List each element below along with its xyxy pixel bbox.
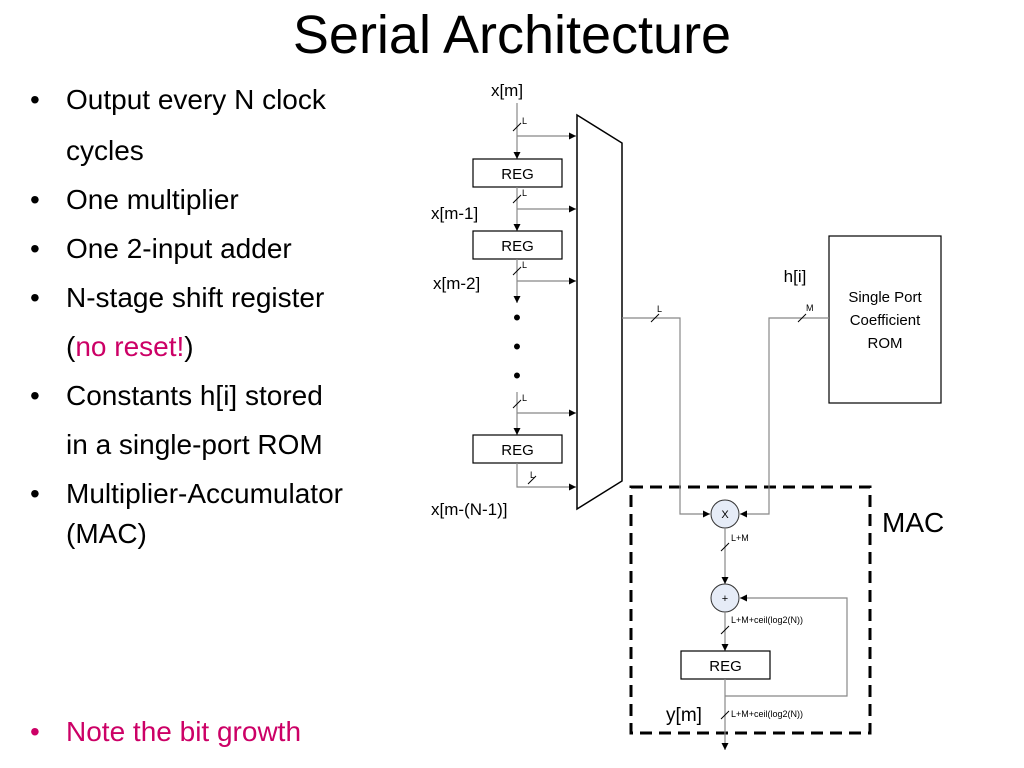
ellipsis-dot: •	[513, 305, 521, 330]
bus-slash	[512, 194, 522, 204]
bullet-marker: •	[30, 84, 40, 115]
bullet-marker: •	[30, 380, 40, 411]
multiplexer	[576, 113, 623, 511]
bus-width-L: L	[657, 304, 662, 314]
ellipsis-dot: •	[513, 363, 521, 388]
bullet-marker: •	[30, 184, 40, 215]
mux-output-wire	[622, 317, 710, 518]
bullet-text: Constants h[i] stored	[66, 380, 323, 411]
rom-label-line1: Single Port	[848, 289, 922, 306]
bus-width-M: M	[806, 303, 814, 313]
bullet-text: N-stage shift register	[66, 282, 325, 313]
multiplier-symbol: X	[721, 509, 729, 521]
bus-width-L: L	[522, 116, 527, 126]
shift-register-stage-2	[472, 230, 563, 260]
paren-close: )	[184, 331, 194, 362]
bullet-text: cycles	[66, 135, 144, 166]
bus-slash	[720, 710, 730, 720]
bus-slash	[512, 122, 522, 132]
bus-slash	[512, 266, 522, 276]
tap-label-m-2: x[m-2]	[433, 274, 480, 293]
reg-label: REG	[501, 166, 534, 183]
shift-register-stage-1	[472, 158, 563, 188]
coef-label: h[i]	[784, 267, 807, 286]
bus-slash	[512, 399, 522, 409]
rom-label-line2: Coefficient	[850, 312, 921, 329]
bus-width-L: L	[522, 260, 527, 270]
input-label: x[m]	[491, 81, 523, 100]
bullet-text: One 2-input adder	[66, 233, 292, 264]
ellipsis-dot: •	[513, 334, 521, 359]
bullet-text: One multiplier	[66, 184, 239, 215]
bus-slash	[720, 542, 730, 552]
bullet-text: (no reset!)	[66, 331, 194, 363]
adder-symbol: +	[722, 593, 728, 605]
bus-width-L: L	[522, 393, 527, 403]
no-reset-highlight: no reset!	[75, 331, 185, 362]
bullet-text: (MAC)	[66, 518, 147, 549]
bus-slash	[720, 625, 730, 635]
bullet-marker: •	[30, 716, 40, 747]
bus-width-L: L	[522, 188, 527, 198]
bullet-marker: •	[30, 233, 40, 264]
bus-width-L: L	[530, 470, 535, 480]
tap-label-last: x[m-(N-1)]	[431, 500, 507, 519]
mult-width-label: L+M	[731, 533, 749, 543]
reg-label: REG	[501, 442, 534, 459]
bullet-text: in a single-port ROM	[66, 429, 323, 460]
rom-output-wire	[740, 317, 829, 518]
mac-boundary	[629, 485, 872, 735]
bullet-text: Note the bit growth	[66, 716, 302, 747]
bullet-marker: •	[30, 478, 40, 509]
bus-slash	[797, 313, 807, 323]
out-width-label: L+M+ceil(log2(N))	[731, 709, 803, 719]
output-label: y[m]	[666, 705, 702, 726]
reg-label: REG	[501, 238, 534, 255]
mux-input-last-wire	[516, 463, 576, 491]
accumulator-register	[680, 650, 771, 680]
bullet-text: Output every N clock	[66, 84, 326, 115]
paren-open: (	[66, 331, 76, 362]
acc-width-label: L+M+ceil(log2(N))	[731, 615, 803, 625]
rom-label-line3: ROM	[868, 335, 903, 352]
reg-label: REG	[709, 658, 742, 675]
tap-label-m-1: x[m-1]	[431, 204, 478, 223]
bullet-marker: •	[30, 282, 40, 313]
bullet-text: Multiplier-Accumulator	[66, 478, 343, 509]
slide-title: Serial Architecture	[292, 5, 732, 65]
bus-slash	[527, 475, 537, 485]
mac-label: MAC	[882, 507, 944, 538]
accumulator-feedback-wire	[725, 594, 848, 697]
bus-slash	[650, 313, 660, 323]
coefficient-rom	[828, 235, 942, 404]
